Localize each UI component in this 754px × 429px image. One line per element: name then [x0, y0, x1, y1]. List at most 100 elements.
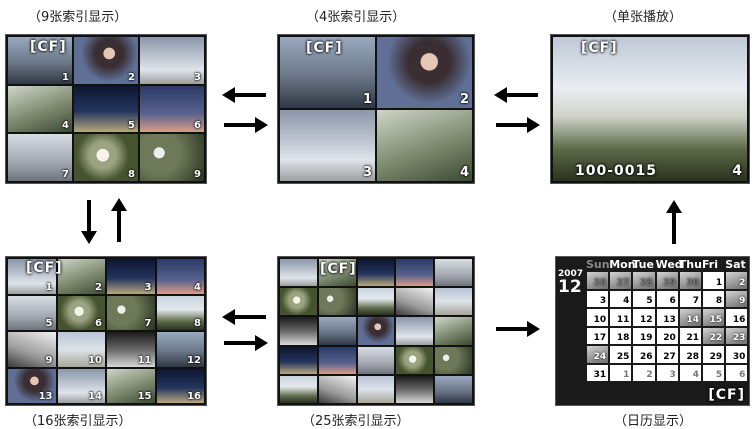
calendar-day[interactable]: 5 [702, 363, 726, 382]
calendar-day[interactable]: 16 [725, 308, 749, 327]
calendar-day[interactable]: 2 [725, 271, 749, 290]
calendar-day-number: 1 [715, 277, 723, 288]
calendar-day[interactable]: 23 [725, 326, 749, 345]
calendar-day[interactable]: 26 [632, 345, 656, 364]
calendar-day[interactable]: 26 [586, 271, 610, 290]
thumbnail[interactable]: 1 [280, 37, 375, 108]
thumbnail[interactable]: 2 [57, 259, 105, 294]
thumbnail[interactable]: 15 [107, 368, 155, 403]
calendar-day[interactable]: 30 [725, 345, 749, 364]
calendar-day[interactable]: 1 [702, 271, 726, 290]
thumbnail[interactable] [318, 317, 356, 345]
thumbnail[interactable]: 9 [140, 134, 204, 181]
calendar-day[interactable]: 10 [586, 308, 610, 327]
calendar-day[interactable]: 27 [655, 345, 679, 364]
calendar-day[interactable]: 19 [632, 326, 656, 345]
thumbnail[interactable] [435, 317, 472, 345]
thumbnail[interactable] [318, 375, 356, 403]
thumbnail[interactable] [318, 259, 356, 287]
thumbnail[interactable]: 7 [8, 134, 72, 181]
calendar-day[interactable]: 1 [609, 363, 633, 382]
calendar-day[interactable]: 13 [655, 308, 679, 327]
thumbnail[interactable] [435, 375, 472, 403]
calendar-day[interactable]: 20 [655, 326, 679, 345]
thumbnail[interactable]: 3 [280, 110, 375, 181]
calendar-day[interactable]: 15 [702, 308, 726, 327]
calendar-day[interactable]: 4 [609, 289, 633, 308]
calendar-day[interactable]: 29 [702, 345, 726, 364]
thumbnail[interactable] [396, 317, 434, 345]
thumbnail[interactable]: 10 [57, 332, 105, 367]
thumbnail[interactable]: 5 [8, 295, 56, 330]
thumbnail[interactable] [318, 346, 356, 374]
calendar-day[interactable]: 27 [609, 271, 633, 290]
thumbnail[interactable] [435, 259, 472, 287]
thumbnail[interactable] [280, 259, 317, 287]
thumbnail[interactable] [396, 259, 434, 287]
thumbnail[interactable] [357, 375, 395, 403]
thumbnail[interactable]: 13 [8, 368, 56, 403]
thumbnail[interactable]: 4 [156, 259, 204, 294]
thumbnail[interactable] [357, 259, 395, 287]
thumbnail[interactable] [396, 346, 434, 374]
calendar-day[interactable]: 28 [678, 345, 702, 364]
thumbnail[interactable]: 2 [74, 37, 138, 84]
thumbnail-number: 14 [88, 391, 102, 402]
thumbnail[interactable]: 9 [8, 332, 56, 367]
thumbnail[interactable] [357, 346, 395, 374]
twentyfive-index-screen: [CF] [277, 256, 475, 406]
calendar-day[interactable]: 4 [678, 363, 702, 382]
thumbnail[interactable]: 6 [140, 85, 204, 133]
thumbnail[interactable]: 14 [57, 368, 105, 403]
thumbnail[interactable]: 3 [140, 37, 204, 84]
thumbnail[interactable]: 1 [8, 259, 56, 294]
thumbnail[interactable]: 12 [156, 332, 204, 367]
calendar-day-number: 25 [616, 351, 630, 362]
thumbnail[interactable] [357, 288, 395, 316]
thumbnail[interactable]: 1 [8, 37, 72, 84]
calendar-day[interactable]: 12 [632, 308, 656, 327]
calendar-day[interactable]: 22 [702, 326, 726, 345]
thumbnail[interactable] [280, 346, 317, 374]
thumbnail[interactable] [396, 288, 434, 316]
calendar-day[interactable]: 28 [632, 271, 656, 290]
thumbnail[interactable]: 4 [8, 85, 72, 133]
thumbnail[interactable] [318, 288, 356, 316]
calendar-day[interactable]: 6 [655, 289, 679, 308]
thumbnail[interactable]: 4 [377, 110, 472, 181]
thumbnail[interactable] [435, 346, 472, 374]
thumbnail[interactable]: 8 [74, 134, 138, 181]
calendar-day[interactable]: 7 [678, 289, 702, 308]
calendar-day[interactable]: 30 [678, 271, 702, 290]
calendar-day[interactable]: 3 [655, 363, 679, 382]
calendar-day[interactable]: 17 [586, 326, 610, 345]
thumbnail[interactable]: 8 [156, 295, 204, 330]
thumbnail[interactable] [280, 375, 317, 403]
thumbnail[interactable] [280, 317, 317, 345]
calendar-day[interactable]: 9 [725, 289, 749, 308]
calendar-day[interactable]: 29 [655, 271, 679, 290]
calendar-day[interactable]: 14 [678, 308, 702, 327]
calendar-day[interactable]: 2 [632, 363, 656, 382]
thumbnail[interactable]: 16 [156, 368, 204, 403]
thumbnail[interactable] [357, 317, 395, 345]
calendar-day[interactable]: 18 [609, 326, 633, 345]
calendar-day[interactable]: 3 [586, 289, 610, 308]
thumbnail[interactable]: 11 [107, 332, 155, 367]
thumbnail[interactable]: 2 [377, 37, 472, 108]
calendar-day[interactable]: 11 [609, 308, 633, 327]
thumbnail[interactable]: 3 [107, 259, 155, 294]
thumbnail[interactable] [396, 375, 434, 403]
calendar-day[interactable]: 8 [702, 289, 726, 308]
calendar-day[interactable]: 5 [632, 289, 656, 308]
thumbnail[interactable]: 5 [74, 85, 138, 133]
thumbnail[interactable] [280, 288, 317, 316]
calendar-day[interactable]: 31 [586, 363, 610, 382]
thumbnail[interactable]: 6 [57, 295, 105, 330]
thumbnail[interactable] [435, 288, 472, 316]
thumbnail[interactable]: 7 [107, 295, 155, 330]
calendar-day[interactable]: 21 [678, 326, 702, 345]
calendar-day[interactable]: 24 [586, 345, 610, 364]
calendar-day[interactable]: 25 [609, 345, 633, 364]
calendar-day[interactable]: 6 [725, 363, 749, 382]
